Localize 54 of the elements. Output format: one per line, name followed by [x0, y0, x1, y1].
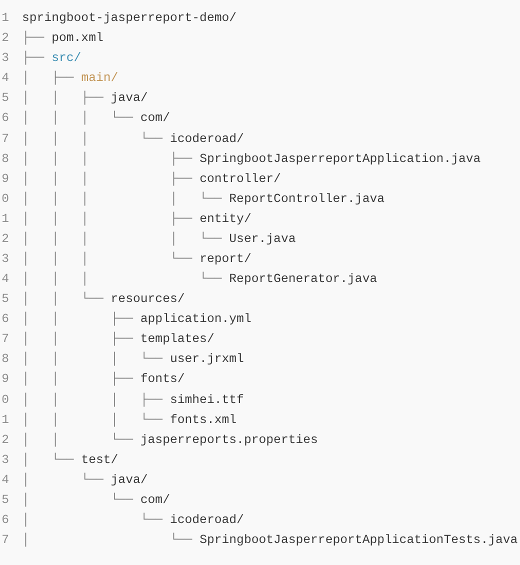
code-line: │ └── test/: [22, 452, 118, 468]
code-line: │ │ ├── application.yml: [22, 311, 252, 328]
code-line: │ │ │ │ └── User.java: [22, 230, 296, 247]
line-number: 5: [1, 291, 9, 308]
line-number: 7: [1, 532, 9, 548]
line-number: 6: [1, 311, 9, 328]
code-line: │ │ │ └── fonts.xml: [22, 412, 237, 428]
code-line: │ │ │ ├── SpringbootJasperreportApplication.java: [22, 150, 481, 167]
line-number: 1: [1, 10, 9, 26]
line-number: 3: [1, 452, 9, 468]
line-number: 5: [1, 90, 9, 106]
code-line: │ └── java/: [22, 472, 148, 488]
code-line: │ │ │ │ └── ReportController.java: [22, 190, 385, 207]
line-number: 2: [1, 230, 9, 247]
code-line: │ │ │ └── user.jrxml: [22, 351, 244, 368]
code-line: │ │ ├── fonts/: [22, 371, 185, 388]
line-number: 1: [1, 210, 9, 227]
code-line: │ │ └── jasperreports.properties: [22, 432, 318, 448]
line-number: 5: [1, 492, 9, 508]
line-number: 8: [1, 351, 9, 368]
line-number: 6: [1, 110, 9, 126]
code-line: │ └── SpringbootJasperreportApplicationTests.java: [22, 532, 518, 548]
line-number: 0: [1, 190, 9, 207]
line-number: 6: [1, 512, 9, 528]
code-line: │ │ │ └── ReportGenerator.java: [22, 271, 378, 288]
code-line: │ │ │ ├── entity/: [22, 210, 252, 227]
code-line: │ └── com/: [22, 492, 170, 508]
line-number: 9: [1, 170, 9, 187]
line-number: 3: [1, 50, 9, 66]
line-number: 0: [1, 392, 9, 408]
line-number: 1: [1, 412, 9, 428]
code-line: │ │ └── resources/: [22, 291, 185, 308]
code-line: │ │ │ ├── controller/: [22, 170, 281, 187]
code-line: ├── src/: [22, 50, 82, 66]
code-line: │ │ ├── templates/: [22, 331, 214, 348]
code-line: │ │ ├── java/: [22, 90, 148, 106]
line-number: 7: [1, 130, 9, 146]
code-line: springboot-jasperreport-demo/: [22, 10, 237, 26]
line-number: 9: [1, 371, 9, 388]
line-number: 3: [1, 250, 9, 267]
line-number: 2: [1, 30, 9, 46]
code-line: │ │ │ └── icoderoad/: [22, 130, 244, 146]
code-line: │ │ │ └── com/: [22, 110, 170, 126]
line-number: 2: [1, 432, 9, 448]
line-number: 8: [1, 150, 9, 167]
code-line: │ └── icoderoad/: [22, 512, 244, 528]
line-number: 4: [1, 472, 9, 488]
code-line: │ ├── main/: [22, 70, 118, 86]
line-number: 7: [1, 331, 9, 348]
code-line: ├── pom.xml: [22, 30, 104, 46]
line-number: 4: [1, 70, 9, 86]
code-line: │ │ │ └── report/: [22, 250, 252, 267]
line-number: 4: [1, 271, 9, 288]
code-line: │ │ │ ├── simhei.ttf: [22, 392, 244, 408]
